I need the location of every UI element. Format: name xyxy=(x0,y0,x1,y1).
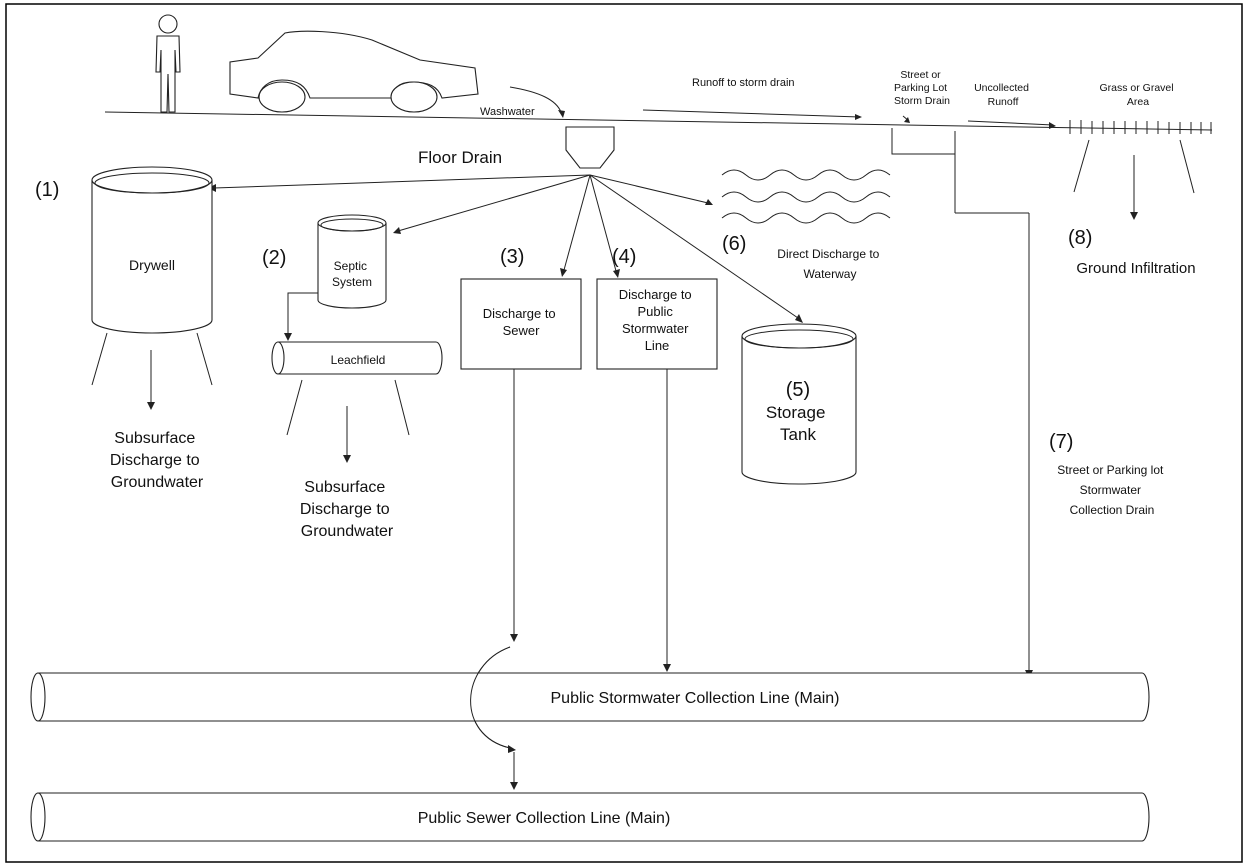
leachfield-label: Leachfield xyxy=(331,353,386,367)
diagram-frame xyxy=(5,3,1243,863)
floor-drain xyxy=(565,126,615,169)
uncollected-runoff-label: Uncollected Runoff xyxy=(974,82,1032,108)
person-figure xyxy=(155,14,181,113)
outlet-6-number: (6) xyxy=(722,233,746,255)
discharge-to-sewer-box xyxy=(460,278,582,370)
grass-gravel-ticks xyxy=(1069,120,1212,194)
drywell xyxy=(91,166,213,334)
stormwater-main-label: Public Stormwater Collection Line (Main) xyxy=(551,690,840,707)
sewer-main-pipe xyxy=(30,792,1150,842)
outlet-8-number: (8) xyxy=(1068,227,1092,249)
outlet-1-number: (1) xyxy=(35,179,59,201)
runoff-arrow xyxy=(642,109,861,118)
storage-tank xyxy=(741,323,857,485)
discharge-to-stormwater-box xyxy=(596,278,718,370)
washwater-arrow xyxy=(509,86,562,113)
uncollected-runoff-arrow xyxy=(967,120,1054,126)
street-storm-drain-label: Street or Parking Lot Storm Drain xyxy=(894,69,950,107)
ground-surface-line xyxy=(104,111,1213,131)
stormwater-main-pipe xyxy=(30,672,1150,722)
street-storm-drain xyxy=(891,128,956,155)
outlet-7-number: (7) xyxy=(1049,431,1073,453)
drywell-label: Drywell xyxy=(129,257,175,273)
outlet-2-number: (2) xyxy=(262,247,286,269)
discharge-to-stormwater-label: Discharge to Public Stormwater Line xyxy=(619,287,696,353)
washwater-label: Washwater xyxy=(480,106,535,118)
drywell-result-label: Subsurface Discharge to Groundwater xyxy=(110,430,204,491)
runoff-to-storm-drain-label: Runoff to storm drain xyxy=(692,77,795,89)
septic-system xyxy=(317,214,387,309)
septic-system-label: Septic System xyxy=(332,259,372,289)
outlet-4-number: (4) xyxy=(612,246,636,268)
street-collection-drain-label: Street or Parking lot Stormwater Collect… xyxy=(1057,463,1166,517)
discharge-to-sewer-label: Discharge to Sewer xyxy=(483,306,560,338)
ground-infiltration-label: Ground Infiltration xyxy=(1076,260,1195,277)
storage-tank-label: Storage Tank xyxy=(766,403,830,444)
leachfield xyxy=(271,341,443,375)
sewer-main-label: Public Sewer Collection Line (Main) xyxy=(418,810,671,827)
grass-gravel-area-label: Grass or Gravel Area xyxy=(1099,82,1176,108)
floor-drain-label: Floor Drain xyxy=(418,148,502,167)
waterway-label: Direct Discharge to Waterway xyxy=(777,247,882,281)
leachfield-result-label: Subsurface Discharge to Groundwater xyxy=(300,479,394,540)
outlet-3-number: (3) xyxy=(500,246,524,268)
car-illustration xyxy=(229,30,479,113)
waterway-waves xyxy=(721,169,891,224)
floor-drain-flow-arrows xyxy=(213,174,799,319)
outlet-5-number: (5) xyxy=(786,379,810,401)
